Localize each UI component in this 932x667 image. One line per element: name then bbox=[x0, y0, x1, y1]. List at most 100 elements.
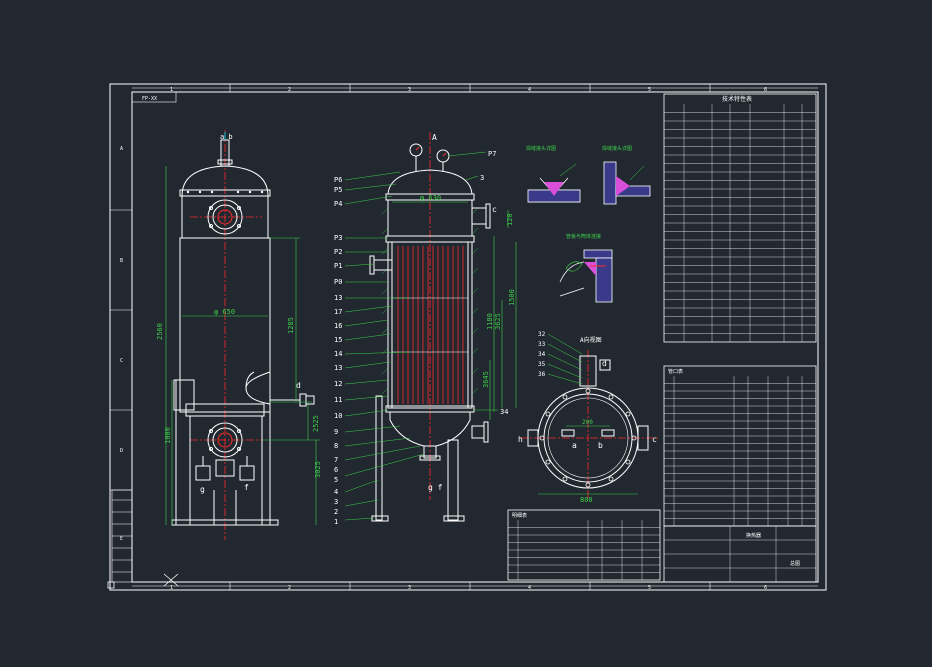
nozzle-left-side[interactable] bbox=[369, 255, 393, 275]
detail-2-title: 焊缝接头详图 bbox=[602, 145, 632, 152]
section-nozzle-gf-label: g f bbox=[428, 483, 443, 492]
technical-spec-table[interactable]: 技术特性表 bbox=[663, 93, 817, 343]
plan-view-a[interactable]: A向视图 32 bbox=[518, 331, 660, 504]
zone-number-5-bottom: 5 bbox=[648, 585, 651, 591]
part-17: 17 bbox=[334, 308, 342, 316]
zone-number-2: 2 bbox=[288, 87, 291, 93]
nozzle-bottom-right[interactable] bbox=[471, 421, 489, 443]
side-revision-strip bbox=[111, 489, 133, 583]
part-3-right: 3 bbox=[480, 174, 484, 182]
plan-part-33: 33 bbox=[538, 341, 546, 348]
weld-detail-1[interactable]: 焊缝接头详图 bbox=[526, 145, 581, 203]
nozzle-table[interactable]: 管口表 bbox=[663, 365, 817, 527]
parts-table-grid bbox=[508, 520, 660, 580]
tech-table-title: 技术特性表 bbox=[722, 95, 752, 103]
plan-part-35: 35 bbox=[538, 361, 546, 368]
part-9: 9 bbox=[334, 428, 338, 436]
section-elevation-view[interactable]: A bbox=[334, 132, 517, 526]
part-6: 6 bbox=[334, 466, 338, 474]
section-vessel-outline bbox=[371, 169, 475, 522]
sheet-border bbox=[109, 83, 827, 591]
section-dimensions bbox=[392, 201, 517, 420]
zone-number-1: 1 bbox=[170, 87, 173, 93]
lower-manway-flange[interactable] bbox=[207, 422, 243, 458]
tubesheet-detail[interactable]: 管板与筒体连接 bbox=[559, 233, 613, 303]
zone-number-5: 5 bbox=[648, 87, 651, 93]
nozzle-table-grid bbox=[664, 376, 816, 526]
part-p3: P3 bbox=[334, 234, 342, 242]
front-elevation-view[interactable]: a b d g bbox=[156, 130, 322, 540]
title-block[interactable]: 换热器 总图 bbox=[663, 525, 817, 583]
plan-part-32: 32 bbox=[538, 331, 546, 338]
bottom-nozzles-gf[interactable] bbox=[195, 456, 255, 481]
plan-nozzle-h: h bbox=[518, 435, 523, 444]
drawing-tag-box: FP-XX bbox=[131, 91, 177, 103]
dim-2560: 2560 bbox=[156, 323, 164, 340]
plan-part-34: 34 bbox=[538, 351, 546, 358]
part-3: 3 bbox=[334, 498, 338, 506]
upper-manway-flange[interactable] bbox=[207, 199, 243, 235]
dim-1285: 1285 bbox=[287, 317, 295, 334]
plan-dimensions bbox=[538, 425, 638, 495]
plan-nozzle-d: d bbox=[602, 359, 607, 368]
part-5: 5 bbox=[334, 476, 338, 484]
front-bolt-circle bbox=[186, 190, 264, 194]
dim-2525: 2525 bbox=[312, 415, 320, 432]
nozzle-ab-label: a b bbox=[220, 133, 233, 141]
part-p6: P6 bbox=[334, 176, 342, 184]
part-2: 2 bbox=[334, 508, 338, 516]
weld-fill-2 bbox=[616, 176, 630, 196]
dim-1000: 1000 bbox=[164, 427, 172, 444]
nozzle-c-inlet[interactable] bbox=[471, 203, 491, 229]
part-p7: P7 bbox=[488, 150, 496, 158]
part-16: 16 bbox=[334, 322, 342, 330]
part-34-right: 34 bbox=[500, 408, 508, 416]
nozzle-f-label: f bbox=[244, 483, 249, 492]
zone-letter-b: B bbox=[120, 258, 123, 264]
drawing-tag: FP-XX bbox=[142, 96, 157, 102]
weld-detail-2[interactable]: 焊缝接头详图 bbox=[602, 145, 651, 205]
part-leader-lines-right bbox=[447, 151, 498, 411]
zone-number-labels: 1 2 3 4 5 6 1 2 3 4 5 6 A B C D E bbox=[120, 87, 767, 591]
part-p1: P1 bbox=[334, 262, 342, 270]
zone-letter-c: C bbox=[120, 358, 123, 364]
nozzle-g-label: g bbox=[200, 485, 205, 494]
front-centerline bbox=[190, 130, 262, 540]
top-nozzle-ab bbox=[217, 132, 233, 167]
dim-diameter-650: φ 650 bbox=[214, 308, 235, 316]
nozzle-d-label: d bbox=[296, 381, 301, 390]
plan-nozzle-labels: h c d a b bbox=[518, 359, 657, 450]
zone-number-3: 3 bbox=[408, 87, 411, 93]
part-1: 1 bbox=[334, 518, 338, 526]
dim-1500: 1500 bbox=[508, 289, 516, 306]
view-a-arrow-label: A bbox=[432, 133, 437, 142]
plan-part-numbers: 32 33 34 35 36 bbox=[538, 331, 546, 378]
part-11: 11 bbox=[334, 396, 342, 404]
plan-view-title: A向视图 bbox=[580, 336, 602, 344]
part-10: 10 bbox=[334, 412, 342, 420]
tube-bundle bbox=[397, 246, 464, 404]
zone-number-4-bottom: 4 bbox=[528, 585, 531, 591]
title-block-name: 换热器 bbox=[746, 532, 761, 539]
plan-centerlines bbox=[520, 350, 660, 500]
part-p5: P5 bbox=[334, 186, 342, 194]
zone-number-3-bottom: 3 bbox=[408, 585, 411, 591]
shell-insulation-hatching bbox=[381, 207, 479, 395]
part-12: 12 bbox=[334, 380, 342, 388]
zone-letter-d: D bbox=[120, 448, 123, 454]
section-dimension-text: φ 630 120 1500 3625 1180 3645 bbox=[420, 194, 516, 388]
dim-3025: 3025 bbox=[314, 461, 322, 478]
title-block-drawing: 总图 bbox=[790, 560, 800, 567]
dim-3645: 3645 bbox=[482, 371, 490, 388]
zone-letter-e: E bbox=[120, 536, 123, 542]
ucs-icon bbox=[107, 573, 179, 589]
parts-list-table[interactable]: 明细表 bbox=[507, 509, 661, 581]
dim-1180: 1180 bbox=[486, 313, 494, 330]
nozzle-table-title: 管口表 bbox=[668, 368, 683, 375]
side-dome-nozzle-d[interactable] bbox=[245, 371, 315, 407]
part-4: 4 bbox=[334, 488, 338, 496]
part-7: 7 bbox=[334, 456, 338, 464]
plan-dim-800: 800 bbox=[580, 496, 593, 504]
zone-number-6-bottom: 6 bbox=[764, 585, 767, 591]
